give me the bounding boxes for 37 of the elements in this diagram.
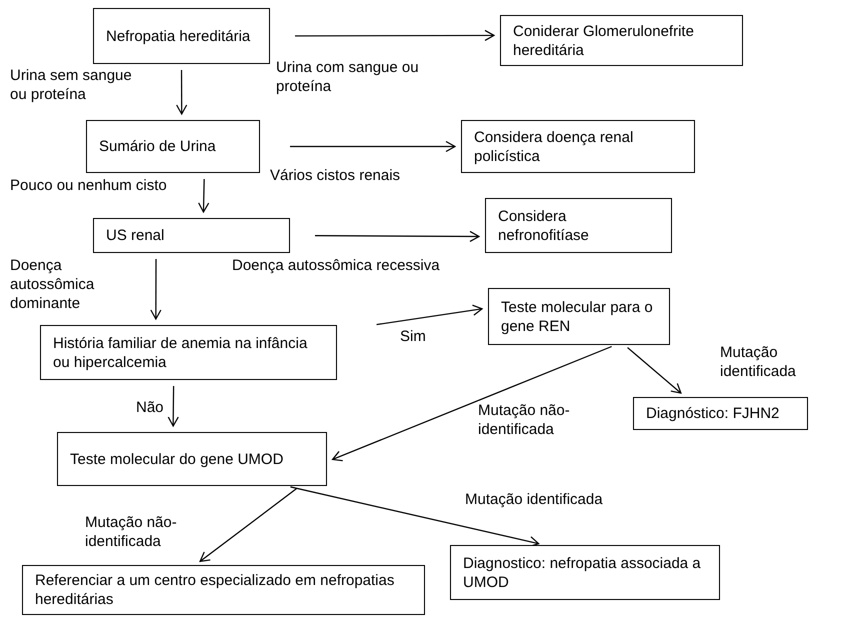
arrow <box>199 488 298 562</box>
box-text: História familiar de anemia na infância ou hipercalcemia <box>53 334 308 372</box>
box-text: Teste molecular para o gene REN <box>501 298 654 336</box>
arrow <box>332 346 612 462</box>
box-text: Nefropatia hereditária <box>106 26 252 46</box>
process-box <box>485 198 672 253</box>
arrow <box>168 386 179 427</box>
process-box <box>633 397 808 430</box>
box-text: Considera doença renal policística <box>474 128 634 166</box>
process-box <box>450 545 720 600</box>
box-text: Sumário de Urina <box>99 137 217 156</box>
process-box <box>461 120 695 173</box>
process-box <box>40 325 337 380</box>
arrow <box>295 30 495 42</box>
arrow <box>627 347 682 394</box>
box-text: Diagnostico: nefropatia associada a UMOD <box>463 554 702 592</box>
arrow <box>290 140 456 152</box>
process-box <box>22 565 425 615</box>
box-text: Teste molecular do gene UMOD <box>70 450 284 468</box>
arrow <box>176 70 188 115</box>
box-text: US renal <box>106 226 166 245</box>
arrow <box>290 486 540 548</box>
process-box <box>57 432 327 486</box>
process-box <box>93 8 270 64</box>
arrow <box>198 178 210 213</box>
box-text: Diagnóstico: FJHN2 <box>646 404 780 423</box>
process-box <box>488 288 670 345</box>
process-box <box>93 218 290 253</box>
edge-label: Não <box>136 398 170 417</box>
process-box <box>86 120 260 173</box>
box-text: Referenciar a um centro especializado em nefropatias hereditárias <box>35 571 396 609</box>
box-text: Coniderar Glomerulonefrite hereditária <box>513 22 695 60</box>
process-box <box>500 15 743 66</box>
arrow <box>150 259 162 320</box>
arrow <box>315 230 480 242</box>
box-text: Considera nefronofitíase <box>498 206 590 244</box>
arrow <box>376 304 483 326</box>
